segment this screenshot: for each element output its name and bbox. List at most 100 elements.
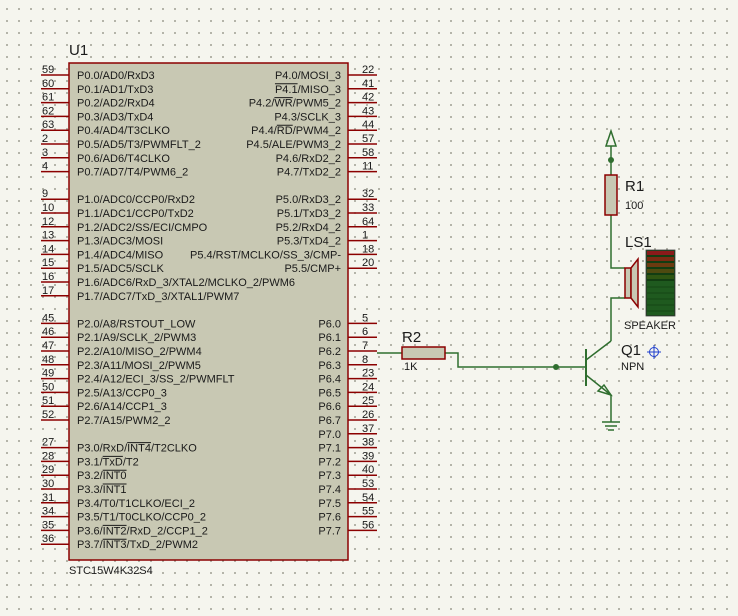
pin-number: 6 xyxy=(362,326,368,338)
wire-r1-to-speaker[interactable] xyxy=(610,215,625,269)
r1-body[interactable] xyxy=(604,174,618,216)
pin-name: P7.4 xyxy=(318,484,341,496)
pin-number: 13 xyxy=(42,230,54,242)
junction-dot xyxy=(553,364,559,370)
r2-body[interactable] xyxy=(401,346,446,360)
pin-name: P7.7 xyxy=(318,525,341,537)
pin-name: P0.6/AD6/T4CLKO xyxy=(77,153,170,165)
pin-name: P2.4/A12/ECI_3/SS_2/PWMFLT xyxy=(77,374,235,386)
pin-number: 20 xyxy=(362,257,374,269)
ls1-speaker[interactable]: LS1 SPEAKER xyxy=(624,234,676,332)
u1-pin[interactable]: 8P6.3 xyxy=(318,354,377,372)
q1-transistor[interactable]: Q1 NPN xyxy=(585,340,661,397)
u1-body[interactable] xyxy=(68,62,349,561)
u1-pin[interactable]: 5P6.0 xyxy=(318,312,377,330)
wire-speaker-to-q1-collector[interactable] xyxy=(610,297,625,341)
r1-resistor[interactable]: R1 100 xyxy=(604,174,644,216)
pin-name: P2.5/A13/CCP0_3 xyxy=(77,387,167,399)
pin-number: 60 xyxy=(42,78,54,90)
u1-pin[interactable]: 1P5.3/TxD4_2 xyxy=(277,230,377,248)
ground-terminal[interactable] xyxy=(602,421,620,431)
pin-name: P2.1/A9/SCLK_2/PWM3 xyxy=(77,332,196,344)
vcc-power-terminal[interactable] xyxy=(604,128,618,147)
pin-number: 56 xyxy=(362,519,374,531)
crosshair-icon[interactable] xyxy=(647,345,661,359)
pin-number: 14 xyxy=(42,243,54,255)
pin-number: 24 xyxy=(362,381,374,393)
pin-number: 34 xyxy=(42,506,54,518)
q1-emitter-arrow-icon xyxy=(596,383,613,397)
pin-name: P0.5/AD5/T3/PWMFLT_2 xyxy=(77,139,201,151)
r2-resistor[interactable]: R2 1K xyxy=(401,329,446,373)
pin-name: P4.4/RD/PWM4_2 xyxy=(251,125,341,137)
wires xyxy=(377,146,625,422)
pin-number: 16 xyxy=(42,271,54,283)
u1-pin[interactable]: 7P6.2 xyxy=(318,340,377,358)
wire-r2-to-q1-base[interactable] xyxy=(445,352,586,368)
u1-pin[interactable]: 6P6.1 xyxy=(318,326,377,344)
pin-number: 30 xyxy=(42,478,54,490)
speaker-cone-icon xyxy=(630,256,639,310)
